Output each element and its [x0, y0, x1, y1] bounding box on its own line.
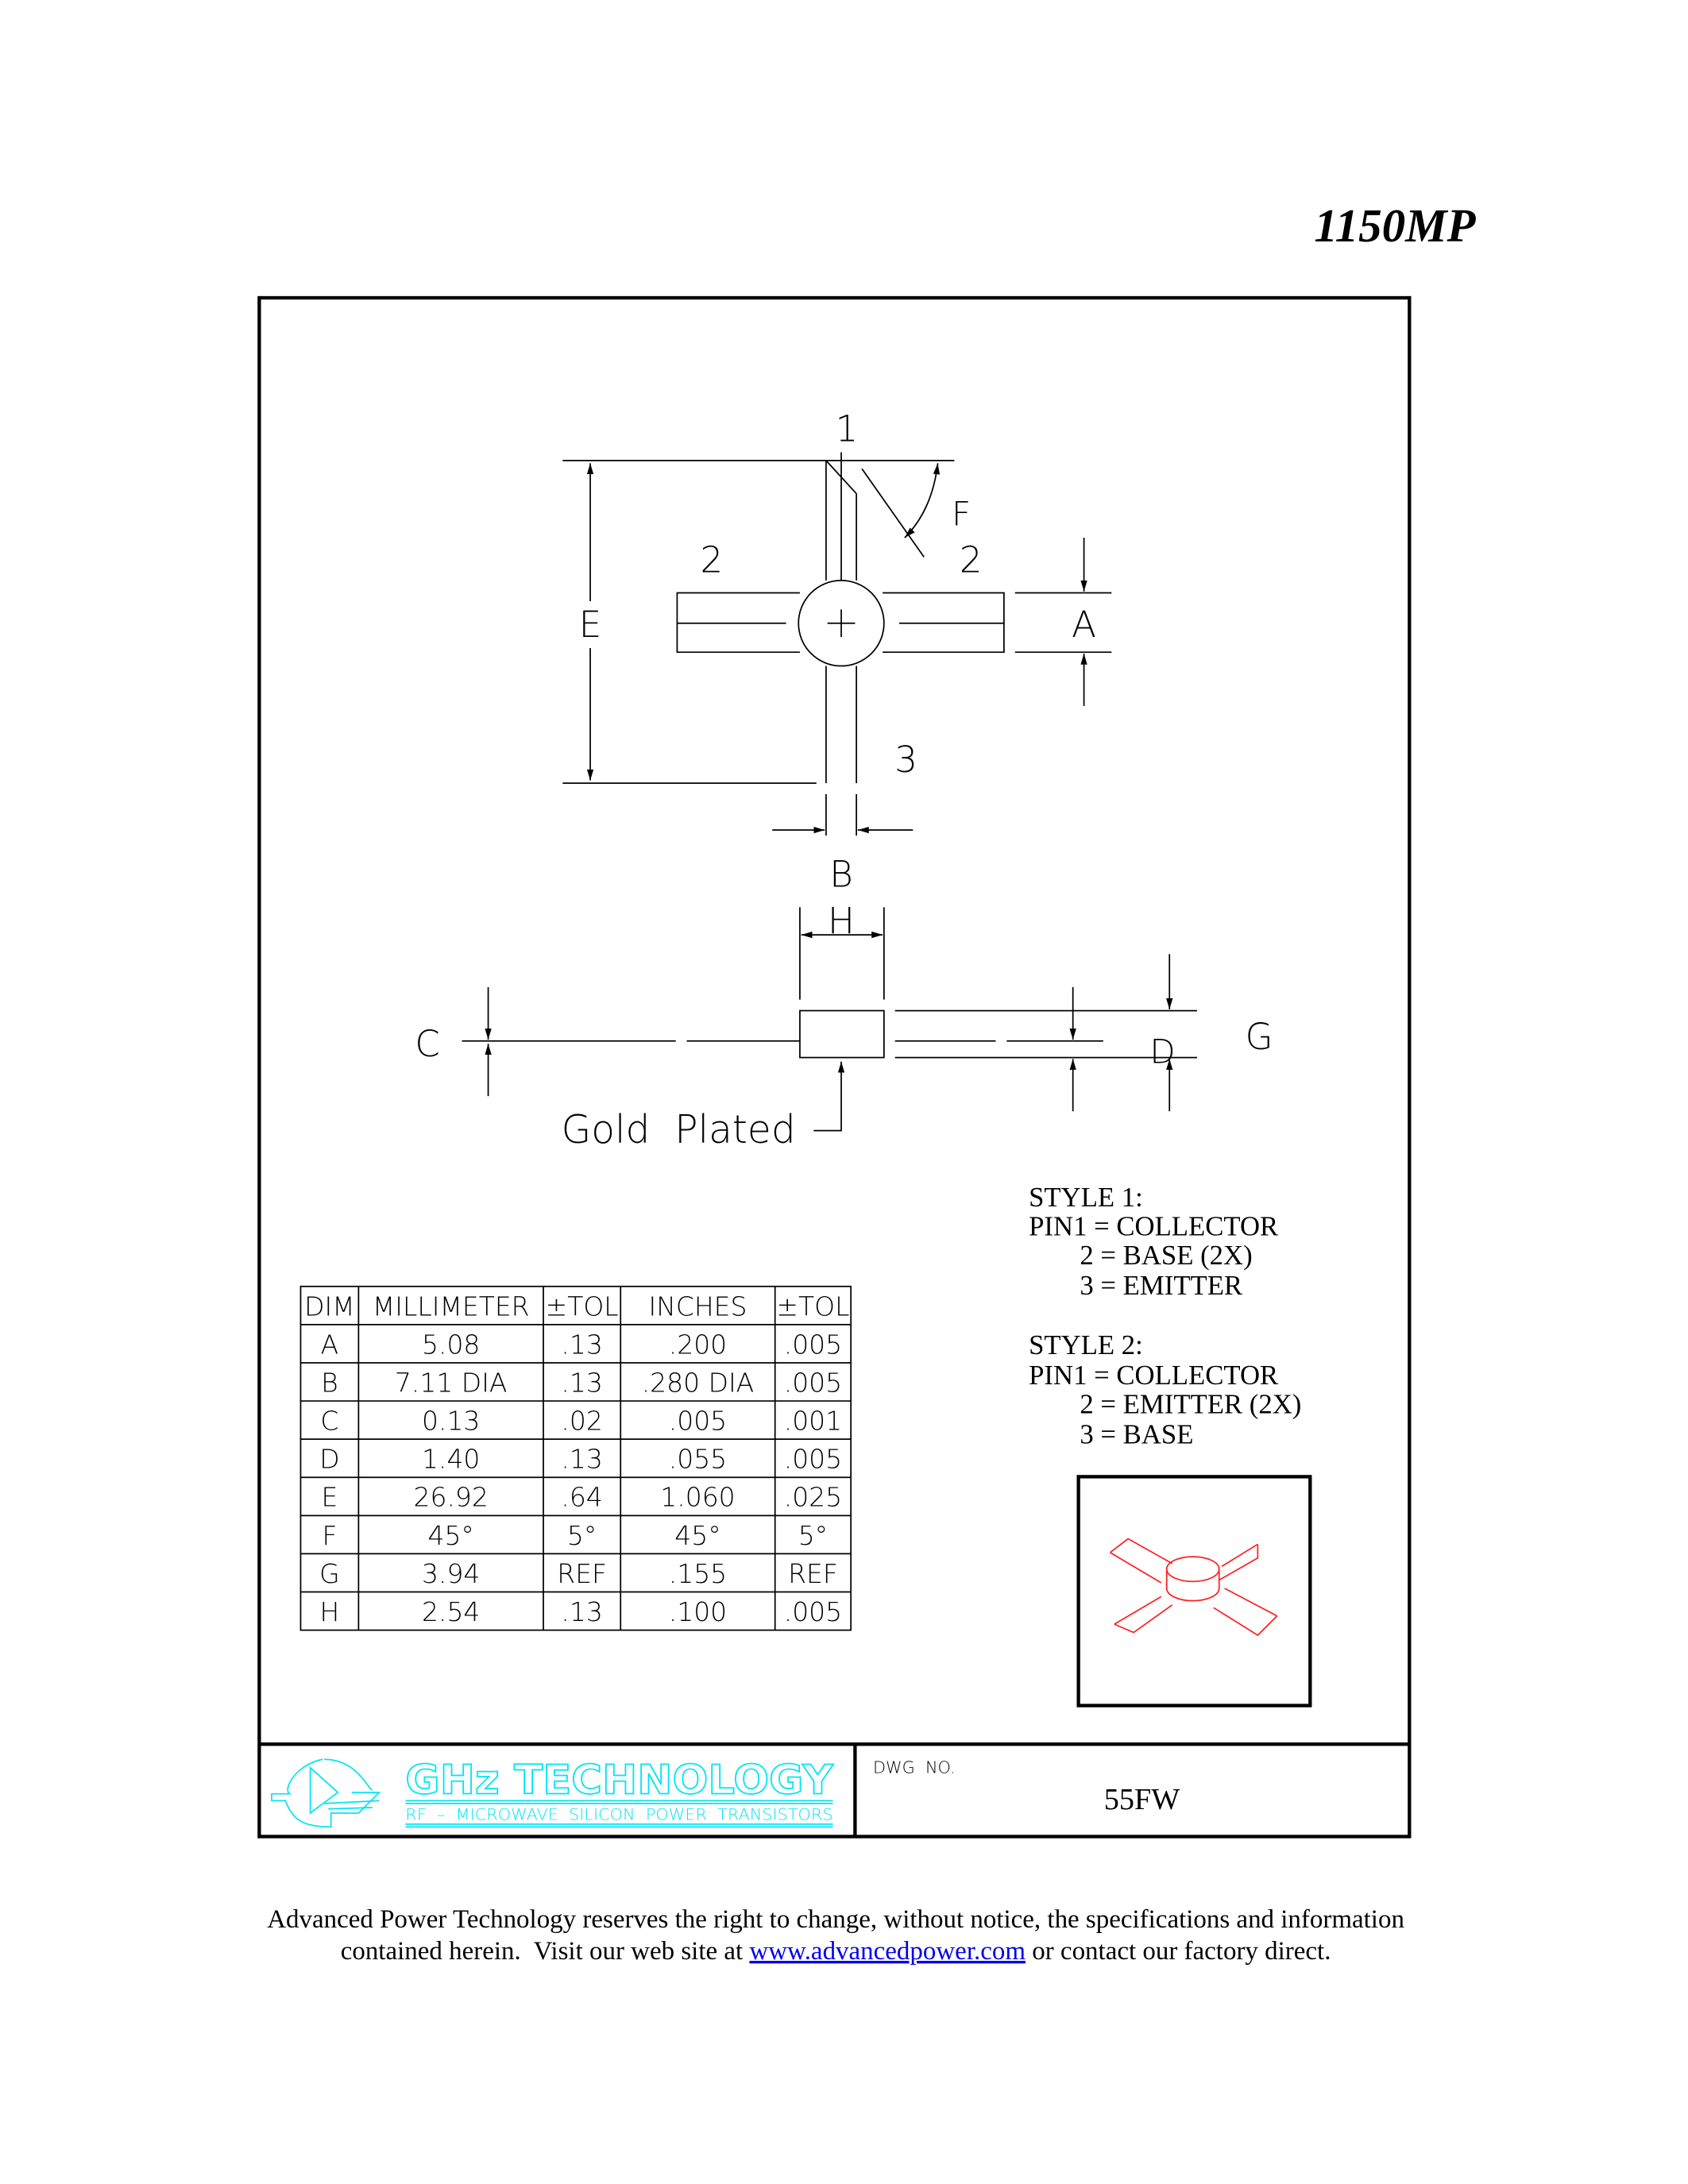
table-cell: .13 [561, 1596, 602, 1627]
dim-D-label: D [1150, 1032, 1176, 1071]
table-cell: .280 DIA [642, 1367, 755, 1398]
part-number: 1150MP [1314, 199, 1476, 252]
table-cell: H [320, 1596, 340, 1627]
dim-C-label: C [415, 1023, 440, 1065]
table-cell: .005 [784, 1596, 842, 1627]
table-cell: .005 [784, 1367, 842, 1398]
dim-B-label: B [829, 853, 853, 895]
table-cell: .001 [784, 1406, 842, 1437]
drawing-frame [257, 295, 1412, 1839]
table-cell: .005 [669, 1406, 727, 1437]
table-cell: E [322, 1482, 338, 1513]
table-cell: 5° [567, 1520, 597, 1551]
style-2-title: STYLE 2: [1029, 1329, 1143, 1360]
table-cell: 1.40 [422, 1444, 480, 1475]
table-cell: .13 [561, 1367, 602, 1398]
table-cell: 5.08 [422, 1329, 480, 1360]
top-view-drawing [562, 452, 1112, 836]
table-cell: B [321, 1367, 338, 1398]
pin-2-right-label: 2 [960, 538, 983, 581]
dim-G-label: G [1246, 1016, 1273, 1058]
table-cell: 2.54 [422, 1596, 480, 1627]
table-cell: .100 [669, 1596, 727, 1627]
table-cell: 1.060 [660, 1482, 735, 1513]
table-cell: .64 [561, 1482, 602, 1513]
style-2-line: 2 = EMITTER (2X) [1080, 1389, 1301, 1420]
side-view-drawing [462, 907, 1197, 1132]
table-cell: G [319, 1558, 340, 1589]
footer-text: or contact our factory direct. [1026, 1937, 1331, 1966]
style-2-line: 3 = BASE [1080, 1419, 1193, 1450]
isometric-view-frame [1076, 1475, 1312, 1707]
table-cell: .13 [561, 1329, 602, 1360]
dim-F-label: F [952, 494, 971, 533]
table-cell: C [320, 1406, 338, 1437]
pin-1-label: 1 [836, 408, 859, 450]
table-cell: .200 [669, 1329, 727, 1360]
dim-H-label: H [828, 900, 855, 942]
style-1-line: 3 = EMITTER [1080, 1270, 1243, 1301]
company-tagline: RF – MICROWAVE SILICON POWER TRANSISTORS [405, 1806, 832, 1824]
table-header-cell: INCHES [648, 1291, 747, 1322]
table-cell: .025 [784, 1482, 842, 1513]
table-cell: A [321, 1329, 339, 1360]
footer-line-1: Advanced Power Technology reserves the r… [267, 1905, 1404, 1934]
table-cell: 5° [798, 1520, 828, 1551]
dimension-table: DIM MILLIMETER ±TOL INCHES ±TOL A 5.08 .13 .200.… [299, 1285, 852, 1631]
table-header-cell: DIM [304, 1291, 355, 1322]
table-header-cell: ±TOL [546, 1291, 619, 1322]
table-cell: 45° [427, 1520, 473, 1551]
style-1-line: PIN1 = COLLECTOR [1029, 1211, 1279, 1242]
gold-plated-label: Gold Plated [562, 1108, 796, 1152]
table-cell: REF [557, 1558, 607, 1589]
pin-2-left-label: 2 [700, 538, 723, 581]
dim-A-label: A [1072, 604, 1096, 646]
dwg-number: 55FW [1104, 1783, 1180, 1816]
table-cell: F [322, 1520, 337, 1551]
table-header-cell: MILLIMETER [373, 1291, 530, 1322]
dwg-no-label: DWG NO. [873, 1758, 956, 1777]
table-border [299, 1285, 852, 1631]
table-cell: .02 [561, 1406, 602, 1437]
table-cell: 0.13 [422, 1406, 480, 1437]
pin-3-label: 3 [894, 739, 917, 781]
style-1-title: STYLE 1: [1029, 1182, 1143, 1213]
table-cell: REF [788, 1558, 838, 1589]
table-cell: .005 [784, 1329, 842, 1360]
footer-line-2: contained herein. Visit our web site at … [341, 1937, 1331, 1966]
table-cell: 7.11 DIA [395, 1367, 508, 1398]
style-1-line: 2 = BASE (2X) [1080, 1240, 1252, 1271]
table-cell: .13 [561, 1444, 602, 1475]
footer-text: contained herein. Visit our web site at [341, 1937, 750, 1966]
table-cell: .005 [784, 1444, 842, 1475]
table-cell: .155 [669, 1558, 727, 1589]
table-cell: 26.92 [414, 1482, 489, 1513]
dim-E-label: E [579, 604, 602, 646]
table-cell: 45° [674, 1520, 720, 1551]
company-name: GHz TECHNOLOGY [405, 1757, 833, 1804]
table-cell: .055 [669, 1444, 727, 1475]
website-link[interactable]: www.advancedpower.com [749, 1937, 1026, 1966]
table-cell: D [319, 1444, 339, 1475]
table-cell: 3.94 [422, 1558, 480, 1589]
style-2-line: PIN1 = COLLECTOR [1029, 1360, 1279, 1391]
ghz-logo [271, 1758, 381, 1828]
table-header-cell: ±TOL [776, 1291, 849, 1322]
pin-styles: STYLE 1: PIN1 = COLLECTOR 2 = BASE (2X) … [1029, 1182, 1301, 1450]
isometric-package-icon [1110, 1538, 1278, 1637]
